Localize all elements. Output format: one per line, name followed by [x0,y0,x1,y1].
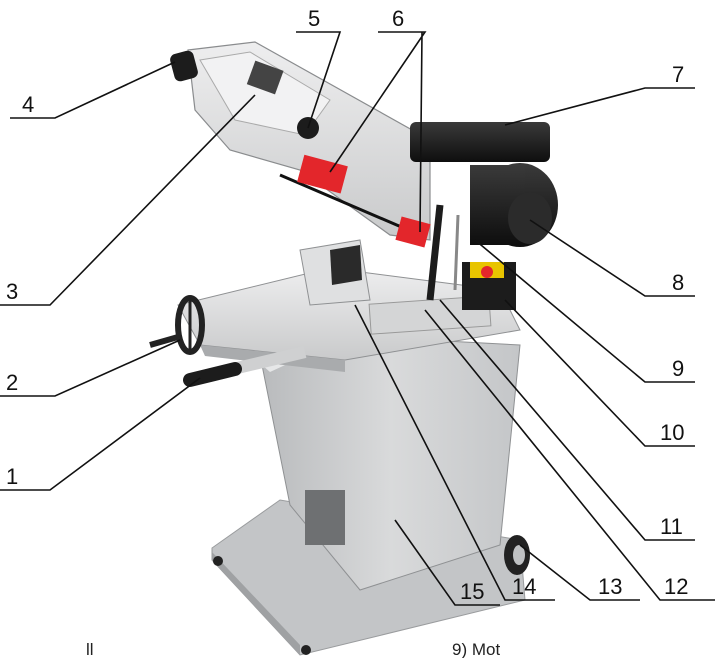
callout-8: 8 [672,270,684,295]
bottom-text-right: 9) Mot [452,640,501,658]
leader-10 [504,299,695,447]
leader-15 [394,519,500,606]
handwheel [149,295,205,355]
saw-bow-arm [187,41,431,241]
tension-knob [170,50,198,82]
leader-14 [354,304,555,601]
callout-10: 10 [660,420,684,445]
leader-12 [424,309,715,601]
callout-2: 2 [6,370,18,395]
callout-labels: 1 2 3 4 5 6 7 8 9 10 11 12 13 14 15 [6,6,688,604]
callout-12: 12 [664,574,688,599]
callout-4: 4 [22,92,34,117]
motor [410,122,558,247]
leader-13 [519,544,640,601]
callout-13: 13 [598,574,622,599]
leader-5 [296,31,342,129]
vise-bed [177,239,521,372]
callout-11: 11 [660,514,683,539]
callout-6: 6 [392,6,404,31]
leader-8 [529,219,695,297]
leader-2 [0,339,181,397]
wheel [504,535,530,575]
arm-roller [297,117,319,139]
leader-6 [329,31,427,233]
bottom-text-left: ll [86,640,94,658]
callout-7: 7 [672,62,684,87]
callout-5: 5 [308,6,320,31]
callout-1: 1 [6,464,18,489]
leader-3 [0,94,256,306]
hydraulic-cylinder [426,204,460,301]
callout-15: 15 [460,579,484,604]
leader-4 [10,61,176,119]
leader-1 [0,377,201,491]
leader-9 [474,239,695,383]
callout-14: 14 [512,574,536,599]
callout-3: 3 [6,279,18,304]
leader-7 [504,87,695,126]
leader-11 [439,299,695,541]
carry-handle [183,346,307,387]
callout-9: 9 [672,356,684,381]
leader-lines [0,31,715,606]
